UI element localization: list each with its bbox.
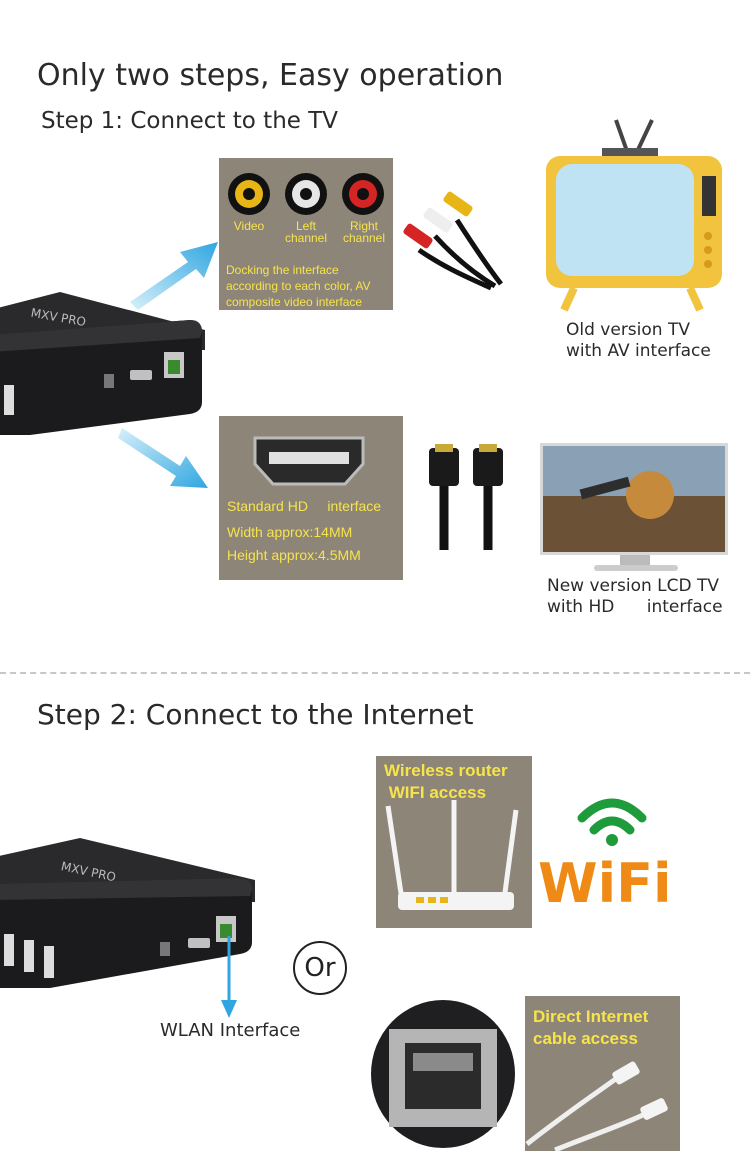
av-description: Docking the interface according to each … (226, 263, 371, 309)
cable-label: Direct Internet cable access (533, 1007, 649, 1048)
page-title: Only two steps, Easy operation (37, 58, 504, 93)
hd-line-3: Height approx:4.5MM (227, 547, 361, 563)
cable-panel: Direct Internet cable access (525, 996, 680, 1151)
tv-box-step1: MXV PRO (0, 290, 205, 440)
arrow-up-right-icon (130, 242, 218, 310)
hd-interface-panel: Standard HD interface Width approx:14MM … (219, 416, 403, 580)
rca-jacks (228, 173, 384, 215)
section-divider (0, 672, 750, 674)
step2-heading: Step 2: Connect to the Internet (37, 698, 474, 731)
old-tv-image (546, 119, 722, 312)
ethernet-cable-image (525, 1061, 668, 1151)
rca-jack-icon (285, 173, 327, 215)
tv-box-image: MXV PRO (0, 838, 255, 988)
hd-line-2: Width approx:14MM (227, 524, 353, 540)
old-tv-caption: Old version TV with AV interface (566, 320, 711, 361)
or-label: Or (304, 953, 336, 983)
step1-heading: Step 1: Connect to the TV (41, 108, 339, 134)
hdmi-port-icon (130, 370, 152, 380)
router-label: Wireless router WIFI access (384, 761, 508, 802)
jack-label-right: Right channel (342, 219, 386, 245)
jack-label-video: Video (233, 219, 265, 233)
hd-line-1: Standard HD interface (227, 498, 382, 514)
tv-box-image: MXV PRO (0, 292, 205, 435)
jack-label-left: Left channel (284, 219, 328, 245)
rca-jack-icon (342, 173, 384, 215)
lcd-tv-image (540, 443, 728, 571)
wifi-logo-text: WiFi (538, 852, 671, 915)
wlan-label: WLAN Interface (160, 1020, 301, 1041)
wifi-signal-icon: WiFi (538, 798, 671, 915)
lcd-tv-caption: New version LCD TV with HD interface (547, 576, 723, 617)
rca-jack-icon (228, 173, 270, 215)
arrow-down-icon (221, 936, 237, 1018)
hdmi-cable-image (429, 444, 503, 550)
rca-cable-image (403, 191, 503, 290)
tv-box-step2: MXV PRO (0, 838, 260, 998)
or-badge: Or (293, 941, 347, 995)
av-interface-panel: Video Left channel Right channel Docking… (219, 158, 393, 310)
ethernet-port-closeup (371, 1000, 515, 1148)
hdmi-port-icon (188, 938, 210, 948)
router-panel: Wireless router WIFI access (376, 756, 532, 928)
arrow-down-right-icon (118, 428, 208, 488)
router-image (385, 800, 519, 910)
hdmi-port-icon (253, 436, 365, 486)
